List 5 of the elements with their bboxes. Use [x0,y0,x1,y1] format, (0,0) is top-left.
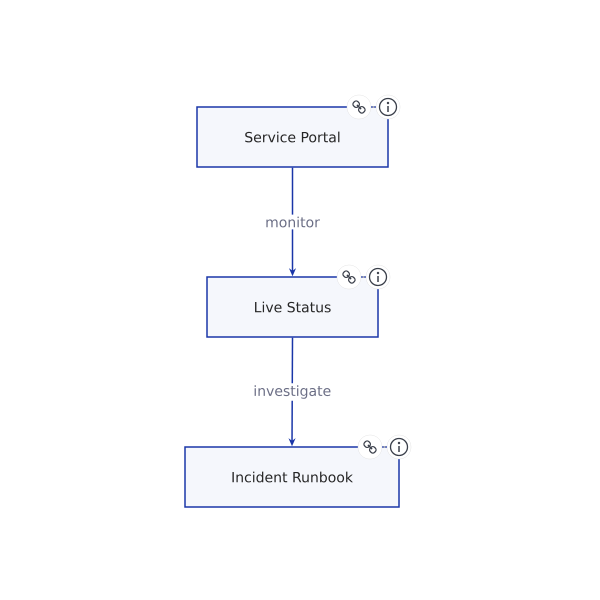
process-box: Incident Runbook [184,446,400,508]
process-box: Service Portal [196,106,389,168]
edge-label: investigate [251,383,334,401]
edge-label: monitor [263,214,322,230]
process-box: Live Status [206,276,379,338]
